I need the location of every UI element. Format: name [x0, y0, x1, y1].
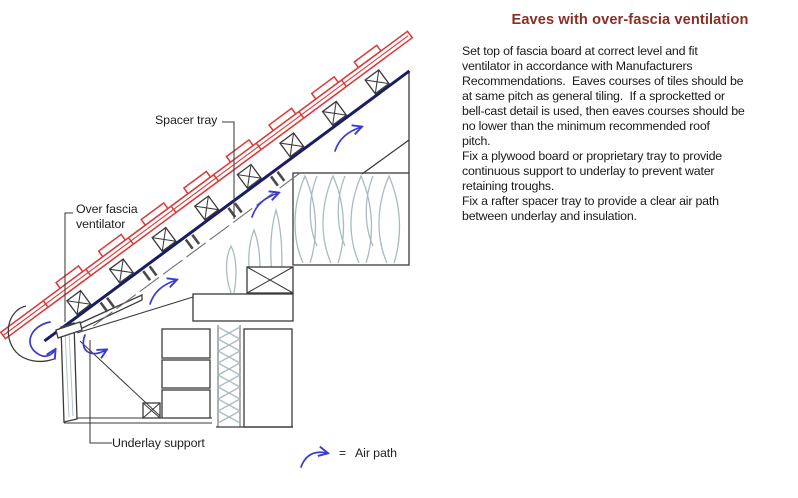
- air-path-arrows: [29, 127, 361, 356]
- rafter-void: [361, 71, 410, 175]
- air-path-arrow-icon: [334, 127, 361, 152]
- eaves-framing: [63, 293, 212, 424]
- fascia-board: [60, 322, 78, 423]
- tile-battens: [66, 69, 390, 316]
- loft-insulation: [225, 172, 410, 294]
- cavity-insulation: [216, 325, 242, 427]
- fascia-assembly: [7, 305, 83, 423]
- body-text: Set top of fascia board at correct level…: [462, 44, 745, 223]
- air-path-arrow-icon: [149, 280, 176, 305]
- air-path-arrow-icon: [251, 193, 278, 218]
- underlay-support-label: Underlay support: [112, 436, 205, 450]
- over-fascia-ventilator-label: Over fascia ventilator: [76, 202, 138, 231]
- spacer-tray-label: Spacer tray: [155, 113, 218, 127]
- spacer-tray-ribs: [99, 170, 286, 313]
- leader-lines: [64, 121, 235, 444]
- wall-structure: [161, 266, 294, 428]
- air-path-arrow-icon: [29, 321, 55, 356]
- air-path-arrow-icon: [82, 334, 106, 354]
- spacer-tray-leader: [222, 121, 235, 219]
- over-fascia-leader: [64, 212, 73, 322]
- soffit-batten: [142, 402, 161, 419]
- underlay-support-leader: [89, 340, 112, 444]
- legend-equals-sign: =: [339, 446, 346, 460]
- legend-air-path-label: Air path: [355, 446, 397, 460]
- eaves-detail-diagram: [0, 30, 414, 468]
- legend-air-path-arrow-icon: [300, 452, 327, 468]
- page-title: Eaves with over-fascia ventilation: [511, 12, 749, 28]
- over-fascia-ventilator: [55, 321, 83, 339]
- gutter: [7, 305, 55, 363]
- underlay-membrane: [43, 69, 411, 343]
